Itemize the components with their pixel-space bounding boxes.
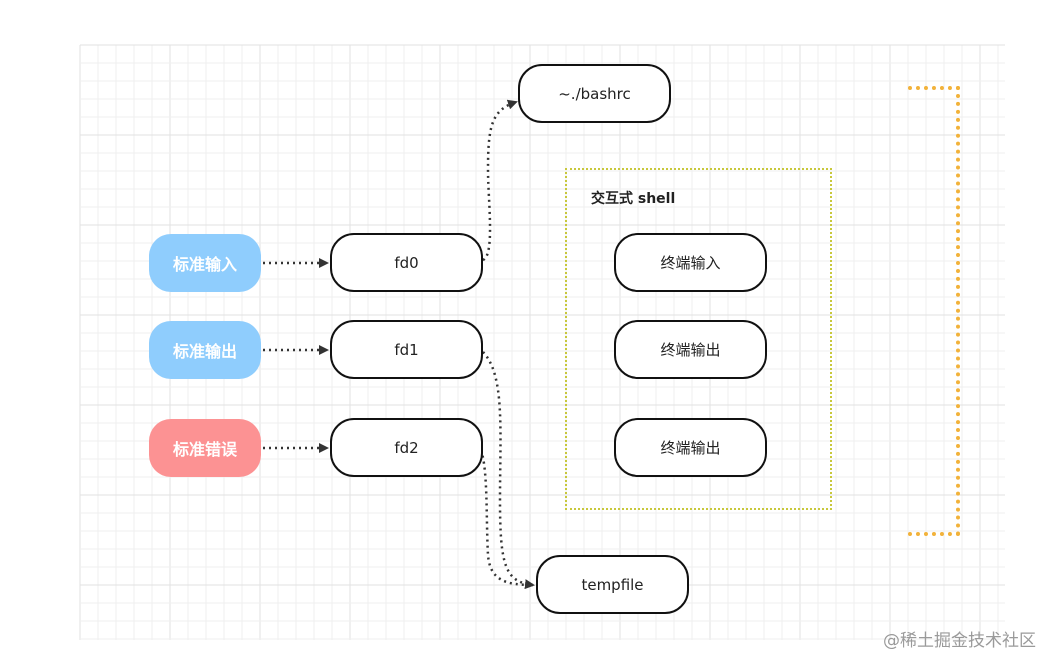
stdout-label: 标准输出: [172, 342, 237, 361]
watermark-text: @稀土掘金技术社区: [883, 631, 1036, 651]
terminal-input-label: 终端输入: [660, 254, 721, 272]
tempfile-label: tempfile: [581, 575, 644, 594]
fd1-label: fd1: [394, 340, 419, 359]
fd1-node: fd1: [330, 320, 483, 379]
fd2-label: fd2: [394, 438, 419, 457]
fd0-label: fd0: [394, 253, 419, 272]
shell-group-title: 交互式 shell: [591, 191, 676, 207]
stdout-node: 标准输出: [149, 321, 261, 379]
stdin-node: 标准输入: [149, 234, 261, 292]
fd2-node: fd2: [330, 418, 483, 477]
tempfile-node: tempfile: [536, 555, 689, 614]
terminal-output-label-1: 终端输出: [660, 341, 721, 359]
orange-bracket: [908, 86, 960, 536]
fd0-node: fd0: [330, 233, 483, 292]
bashrc-label: ~./bashrc: [558, 84, 631, 103]
terminal-output-node-2: 终端输出: [614, 418, 767, 477]
interactive-shell-group: 交互式 shell: [565, 168, 832, 510]
stderr-label: 标准错误: [172, 440, 237, 459]
terminal-input-node: 终端输入: [614, 233, 767, 292]
terminal-output-node-1: 终端输出: [614, 320, 767, 379]
bashrc-node: ~./bashrc: [518, 64, 671, 123]
terminal-output-label-2: 终端输出: [660, 439, 721, 457]
stdin-label: 标准输入: [172, 255, 237, 274]
stderr-node: 标准错误: [149, 419, 261, 477]
